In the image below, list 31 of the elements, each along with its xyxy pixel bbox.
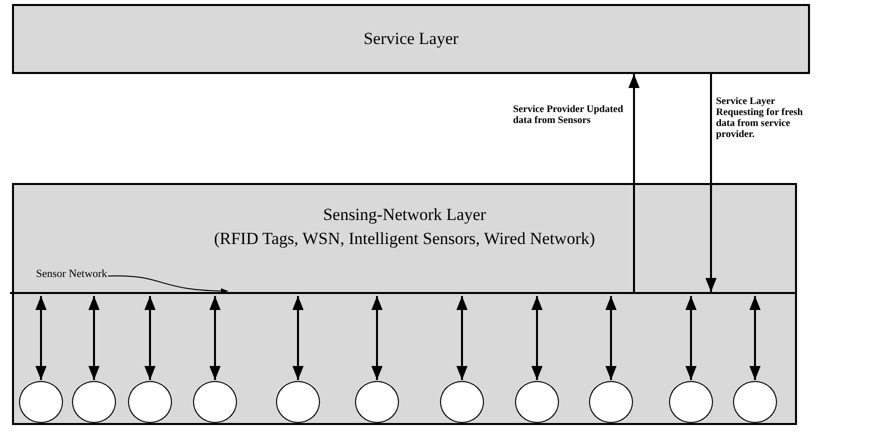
arrow <box>685 296 697 380</box>
sensor-node <box>669 381 713 423</box>
arrow <box>749 296 761 380</box>
arrow <box>456 296 468 380</box>
sensor-node <box>276 381 320 423</box>
network-line <box>10 292 795 294</box>
arrow <box>35 296 47 380</box>
network-label: Sensor Network <box>36 268 108 280</box>
arrow <box>605 296 617 380</box>
sensor-node <box>19 381 63 423</box>
leader-line <box>108 275 228 294</box>
sensor-node <box>733 381 777 423</box>
layer-box <box>12 183 797 425</box>
sensor-node <box>515 381 559 423</box>
layer-subtitle: (RFID Tags, WSN, Intelligent Sensors, Wired Network) <box>212 228 596 250</box>
sensor-node <box>193 381 237 423</box>
arrow <box>705 74 717 292</box>
sensor-node <box>128 381 172 423</box>
layer-title: Sensing-Network Layer <box>322 204 487 226</box>
arrow <box>628 74 640 292</box>
sensor-node <box>440 381 484 423</box>
arrow <box>144 296 156 380</box>
arrow <box>292 296 304 380</box>
arrow <box>531 296 543 380</box>
arrow <box>209 296 221 380</box>
arrow <box>371 296 383 380</box>
sensor-node <box>355 381 399 423</box>
sensor-node <box>72 381 116 423</box>
sensor-node <box>589 381 633 423</box>
arrow <box>88 296 100 380</box>
layer-box: Service Layer <box>12 4 810 74</box>
